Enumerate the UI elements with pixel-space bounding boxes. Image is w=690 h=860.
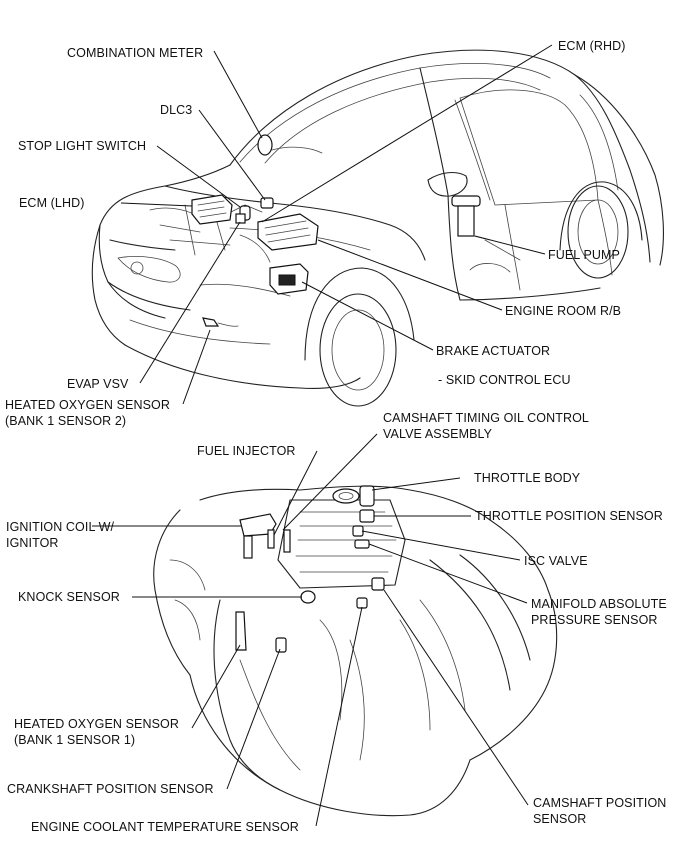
label-combination-meter: COMBINATION METER	[67, 46, 204, 60]
label-skid-control-ecu: - SKID CONTROL ECU	[438, 373, 571, 387]
label-ignition-coil: IGNITION COIL W/ IGNITOR	[6, 519, 114, 551]
heated-o2-sensor-2-part	[202, 317, 239, 327]
dlc3-part	[260, 197, 274, 209]
label-heated-o2-sensor-bank1-s2-line2: (BANK 1 SENSOR 2)	[5, 414, 127, 428]
label-isc-valve: ISC VALVE	[524, 554, 588, 568]
label-throttle-position-sensor: THROTTLE POSITION SENSOR	[475, 509, 663, 523]
label-camshaft-position-sensor-line1: CAMSHAFT POSITION	[533, 796, 667, 810]
label-dlc3: DLC3	[160, 103, 193, 117]
ecm-lhd-part	[191, 194, 233, 225]
label-ecm-lhd: ECM (LHD)	[19, 196, 85, 210]
label-ignition-coil-line1: IGNITION COIL W/	[6, 520, 115, 534]
label-ignition-coil-line2: IGNITOR	[6, 536, 59, 550]
label-heated-o2-sensor-bank1-s2-line1: HEATED OXYGEN SENSOR	[5, 398, 170, 412]
brake-actuator-part	[269, 263, 309, 295]
label-ecm-rhd: ECM (RHD)	[558, 39, 626, 53]
label-map-sensor: MANIFOLD ABSOLUTE PRESSURE SENSOR	[531, 596, 667, 628]
label-knock-sensor: KNOCK SENSOR	[18, 590, 120, 604]
evap-vsv-part	[235, 213, 246, 224]
label-heated-o2-sensor-bank1-s1-line2: (BANK 1 SENSOR 1)	[14, 733, 136, 747]
label-ect-sensor: ENGINE COOLANT TEMPERATURE SENSOR	[31, 820, 299, 834]
label-crankshaft-position-sensor: CRANKSHAFT POSITION SENSOR	[7, 782, 214, 796]
combination-meter-part	[257, 134, 323, 156]
label-map-sensor-line2: PRESSURE SENSOR	[531, 613, 658, 627]
label-engine-room-rb: ENGINE ROOM R/B	[505, 304, 622, 318]
label-camshaft-position-sensor: CAMSHAFT POSITION SENSOR	[533, 795, 666, 827]
label-camshaft-ocv: CAMSHAFT TIMING OIL CONTROL VALVE ASSEMB…	[383, 410, 589, 442]
label-heated-o2-sensor-bank1-s1: HEATED OXYGEN SENSOR (BANK 1 SENSOR 1)	[14, 716, 179, 748]
engine-illustration	[153, 485, 558, 817]
label-brake-actuator: BRAKE ACTUATOR	[436, 344, 551, 358]
label-camshaft-ocv-line2: VALVE ASSEMBLY	[383, 427, 493, 441]
ecm-rhd-part	[257, 213, 319, 251]
label-camshaft-ocv-line1: CAMSHAFT TIMING OIL CONTROL	[383, 411, 589, 425]
leader-lines	[92, 44, 553, 827]
label-camshaft-position-sensor-line2: SENSOR	[533, 812, 587, 826]
label-stop-light-switch: STOP LIGHT SWITCH	[18, 139, 147, 153]
vehicle-illustration	[91, 49, 664, 407]
label-map-sensor-line1: MANIFOLD ABSOLUTE	[531, 597, 667, 611]
label-fuel-injector: FUEL INJECTOR	[197, 444, 296, 458]
label-heated-o2-sensor-bank1-s2: HEATED OXYGEN SENSOR (BANK 1 SENSOR 2)	[5, 397, 170, 429]
label-fuel-pump: FUEL PUMP	[548, 248, 620, 262]
label-throttle-body: THROTTLE BODY	[474, 471, 581, 485]
label-heated-o2-sensor-bank1-s1-line1: HEATED OXYGEN SENSOR	[14, 717, 179, 731]
label-evap-vsv: EVAP VSV	[67, 377, 129, 391]
fuel-pump-part	[451, 195, 491, 241]
